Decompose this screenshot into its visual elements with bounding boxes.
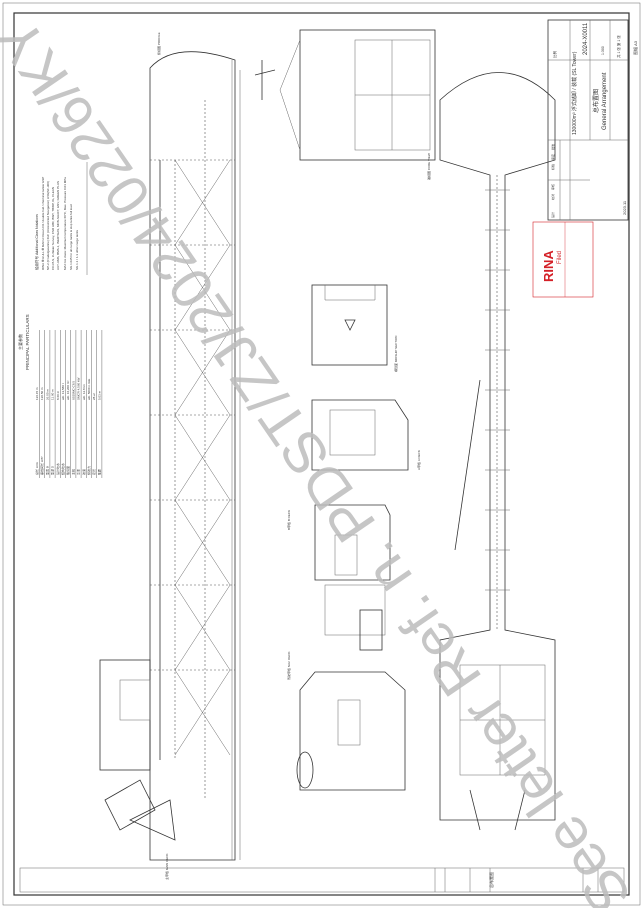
drawing-frame xyxy=(13,12,630,896)
drawing-number: 2024-X0011 xyxy=(583,22,589,55)
particulars-row: 型宽 B 26.00 m xyxy=(44,330,51,478)
particulars-label: 载货量 xyxy=(65,466,70,475)
date: 2023.11 xyxy=(622,200,627,215)
principal-particulars-table: 主要参数 PRINCIPAL PARTICULARS 总长 LOA 136.15 … xyxy=(17,314,103,478)
svg-text:CO-PLS, In-Water Survey, CSR H: CO-PLS, In-Water Survey, CSR HBF, BWT, T… xyxy=(51,187,55,270)
svg-text:标检: 标检 xyxy=(550,164,555,170)
particulars-value: 26.00 m xyxy=(45,389,49,400)
particulars-value: SMCR 4,560 kW xyxy=(77,377,81,400)
particulars-value: 136.15 m xyxy=(35,387,39,400)
svg-text:审定: 审定 xyxy=(550,154,555,160)
particulars-row: 垂线间长 LPP 130.50 m xyxy=(39,330,45,478)
particulars-row: 载货量 abt. 16,200 m³ xyxy=(65,330,71,478)
particulars-label: 设计吃水 xyxy=(55,463,60,475)
svg-text:RINA ✠ HULL ✠ MACH Ocean Oil /: RINA ✠ HULL ✠ MACH Ocean Oil / double hu… xyxy=(41,177,45,270)
approval-rows: 设计 校对 审核 标检 审定 批准 xyxy=(550,144,555,218)
svg-text:校对: 校对 xyxy=(550,194,555,200)
svg-text:AUT-UMS, BMS-1, INERTGAS, MON-: AUT-UMS, BMS-1, INERTGAS, MON-SHAFT, ENV… xyxy=(56,181,60,270)
title-block: 130000m³ 浮式储卸 / 装载 (SL Tower) 总布置图 Gener… xyxy=(547,19,638,221)
deck-plan-b xyxy=(314,504,391,651)
title-en: General Arrangement xyxy=(602,72,608,130)
particulars-row: 功率 SMCR 4,560 kW xyxy=(76,330,82,478)
rina-filed-stamp: RINA Filed xyxy=(532,221,594,298)
rina-logo: RINA xyxy=(541,250,556,282)
particulars-value: 11.60 m xyxy=(51,389,55,400)
particulars-label: 结构吃水 xyxy=(60,463,65,475)
particulars-value: 6S35MC-C8.5 xyxy=(71,381,75,400)
main-deck-plan xyxy=(439,72,556,831)
particulars-label: 型宽 B xyxy=(44,466,49,475)
svg-text:SG 1.025 for all cargo tanks &: SG 1.025 for all cargo tanks & slop tank… xyxy=(69,204,73,270)
particulars-value: abt. 5000 n.mile xyxy=(87,378,91,400)
svg-text:SG 1.1 / 1.3 other cargo tanks: SG 1.1 / 1.3 other cargo tanks xyxy=(75,229,79,270)
svg-text:A甲板 A DECK: A甲板 A DECK xyxy=(416,450,421,470)
particulars-value: abt. 12.8 kn xyxy=(82,384,86,400)
particulars-label: 定员 xyxy=(91,469,96,475)
particulars-label: 主机 xyxy=(70,469,75,475)
view-labels: 侧视图 PROFILE 主甲板 MAIN DECK 艏视图 FORE VIEW … xyxy=(156,32,431,880)
midship-section xyxy=(311,284,388,366)
class-notations: 船级符号 Additional Class Notations RINA ✠ H… xyxy=(34,162,88,275)
deck-plan-a xyxy=(311,399,409,471)
particulars-row: 航速 abt. 12.8 kn xyxy=(81,330,87,478)
particulars-label: 垂线间长 LPP xyxy=(39,456,44,475)
particulars-label: 总长 LOA xyxy=(34,462,39,475)
svg-text:横剖面 MIDSHIP SECTION: 横剖面 MIDSHIP SECTION xyxy=(393,336,398,372)
particulars-row: 型深 D 11.60 m xyxy=(50,330,56,478)
fore-view xyxy=(279,29,436,161)
edition-note: 图幅 A3 xyxy=(632,40,638,55)
title-cn: 总布置图 xyxy=(592,89,600,113)
svg-text:B甲板 B DECK: B甲板 B DECK xyxy=(286,510,291,530)
svg-text:MAX Ice class: Maximum tempera: MAX Ice class: Maximum temperature 60°C,… xyxy=(63,177,67,270)
particulars-value: 5.03 m xyxy=(97,390,101,400)
particulars-label: 型深 D xyxy=(50,465,55,475)
scale-value: 1:300 xyxy=(601,46,605,55)
svg-text:艏视图 FORE VIEW: 艏视图 FORE VIEW xyxy=(426,153,431,180)
particulars-label: 续航力 xyxy=(86,466,91,475)
scale-label: 比例 xyxy=(552,51,557,58)
particulars-value: 130.50 m xyxy=(40,387,44,400)
particulars-heading-cn: 主要参数 xyxy=(17,334,23,350)
particulars-value: 28+2 xyxy=(92,393,96,400)
sheet-label: 共 1 张 第 1 张 xyxy=(616,35,621,58)
particulars-row: 结构吃水 abt. 13,580 t xyxy=(60,330,66,478)
particulars-value: abt. 16,200 m³ xyxy=(66,381,70,400)
svg-text:NP-2 (Crude/gasoline) IGC (Unr: NP-2 (Crude/gasoline) IGC (Unrestricted … xyxy=(46,181,50,270)
particulars-row: 定员 28+2 xyxy=(91,330,97,478)
profile-view xyxy=(99,51,276,861)
particulars-row: 肋距 5.03 m xyxy=(96,330,103,478)
particulars-row: 续航力 abt. 5000 n.mile xyxy=(86,330,92,478)
svg-text:侧视图 PROFILE: 侧视图 PROFILE xyxy=(156,32,161,55)
particulars-label: 功率 xyxy=(76,469,81,475)
svg-text:主甲板 MAIN DECK: 主甲板 MAIN DECK xyxy=(164,853,169,880)
particulars-heading-en: PRINCIPAL PARTICULARS xyxy=(25,314,30,370)
particulars-label: 航速 xyxy=(81,469,86,475)
svg-text:批准: 批准 xyxy=(550,144,555,150)
bottom-title-strip: 总布置图 xyxy=(19,867,625,893)
stamp-status: Filed xyxy=(557,251,563,264)
particulars-value: abt. 13,580 t xyxy=(61,383,65,400)
particulars-row: 主机 6S35MC-C8.5 xyxy=(70,330,77,478)
particulars-row: 总长 LOA 136.15 m xyxy=(34,330,40,478)
deck-plan-c xyxy=(296,671,406,791)
svg-text:船级符号 Additional Class Notation: 船级符号 Additional Class Notations xyxy=(34,214,39,270)
project-title: 130000m³ 浮式储卸 / 装载 (SL Tower) xyxy=(571,51,578,135)
svg-text:审核: 审核 xyxy=(550,184,555,190)
particulars-row: 设计吃水 8.60 m xyxy=(55,330,61,478)
svg-text:驾驶甲板 NAV. DECK: 驾驶甲板 NAV. DECK xyxy=(286,651,291,680)
svg-text:设计: 设计 xyxy=(550,212,555,218)
particulars-value: 8.60 m xyxy=(56,390,60,400)
bottom-label: 总布置图 xyxy=(488,872,494,888)
particulars-label: 肋距 xyxy=(96,469,101,475)
